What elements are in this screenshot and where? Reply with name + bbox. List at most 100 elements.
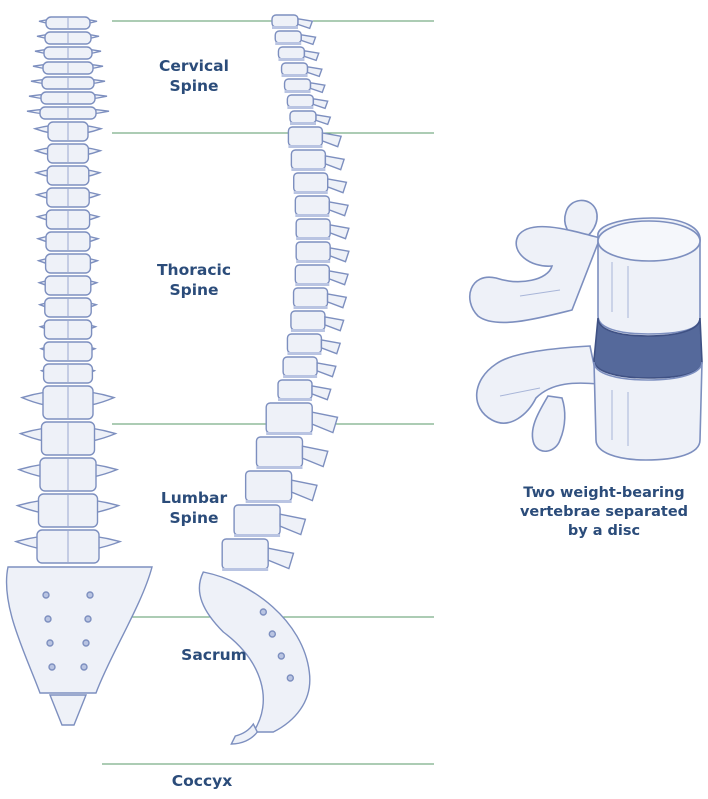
side-disc [256,466,302,469]
front-vertebra [35,122,101,141]
side-vertebra-body [287,334,321,353]
side-vertebra [275,31,315,45]
side-spinous-process [312,412,337,432]
lumbar-line2: Spine [124,508,264,528]
sacral-foramen [87,592,93,598]
front-vertebra [37,188,99,207]
side-disc [294,306,328,309]
side-disc [291,168,325,171]
spine-front-view [7,17,152,725]
front-vertebra [16,530,120,563]
thoracic-line1: Thoracic [124,260,264,280]
side-spinous-process [329,202,348,216]
side-vertebra-body [282,63,308,75]
side-vertebra-body [288,127,322,146]
side-spinous-process [321,340,340,354]
side-vertebra-body [266,403,312,433]
side-disc [285,90,311,93]
spine-side-view [199,15,348,744]
side-spinous-process [298,19,312,29]
side-vertebra [291,150,344,171]
front-vertebra [41,342,95,361]
sacral-foramen [43,592,49,598]
side-disc [288,145,322,148]
side-disc [290,122,316,125]
side-vertebra [296,242,349,263]
side-coccyx [231,724,257,744]
sacral-foramen [83,640,89,646]
front-vertebra [21,422,116,455]
caption-line1: Two weight-bearing [504,484,704,503]
side-disc [296,260,330,263]
side-sacral-foramen [287,675,293,681]
side-spinous-process [304,51,318,61]
side-spinous-process [268,548,293,568]
side-vertebra-body [290,111,316,123]
side-spinous-process [308,67,322,77]
side-spinous-process [325,317,344,331]
transverse-process-upper [470,227,600,323]
front-vertebra [36,144,101,163]
upper-endplate [598,221,700,261]
side-spinous-process [312,386,331,400]
lumbar-spine-label: Lumbar Spine [124,488,264,528]
side-spinous-process [317,363,336,377]
side-spinous-process [301,35,315,45]
side-vertebra [294,288,347,309]
side-vertebra [285,79,325,93]
front-vertebra [40,320,95,339]
side-disc [278,58,304,61]
front-vertebra [29,92,107,104]
caption-line2: vertebrae separated [504,503,704,522]
front-coccyx [50,695,86,725]
side-vertebra [290,111,330,125]
side-vertebra-body [295,265,329,284]
side-spinous-process [280,514,305,534]
side-vertebra-body [291,311,325,330]
side-spinous-process [330,248,349,262]
coccyx-line1: Coccyx [132,771,272,791]
sacral-foramen [45,616,51,622]
sacral-foramen [49,664,55,670]
front-vertebra [22,386,114,419]
side-vertebra [278,380,331,401]
side-spinous-process [325,156,344,170]
side-disc [234,534,280,537]
side-vertebra-body [278,47,304,59]
sacral-foramen [81,664,87,670]
sacral-foramen [85,616,91,622]
sacrum-line1: Sacrum [144,645,284,665]
side-vertebra-body [294,173,328,192]
front-vertebra [39,276,97,295]
front-vertebra [33,62,103,74]
front-vertebra [40,298,96,317]
side-sacral-foramen [269,631,275,637]
side-vertebra [287,95,327,109]
front-vertebra [19,458,117,491]
side-spinous-process [316,115,330,125]
front-vertebra [39,17,97,29]
side-spinous-process [302,446,327,466]
side-vertebra [256,437,327,469]
vertebrae-caption: Two weight-bearing vertebrae separated b… [504,484,704,541]
side-disc [283,375,317,378]
lumbar-line1: Lumbar [124,488,264,508]
inferior-process [532,396,564,451]
side-vertebra-body [295,196,329,215]
side-vertebra [291,311,344,332]
side-spinous-process [322,133,341,147]
front-vertebra [31,77,105,89]
side-vertebra-body [275,31,301,43]
side-disc [287,352,321,355]
side-vertebra [296,219,349,240]
front-vertebra [37,210,98,229]
front-sacrum [7,567,152,693]
side-spinous-process [329,271,348,285]
front-vertebra [39,254,98,273]
vertebrae-disc-illustration [470,200,702,460]
side-disc [295,214,329,217]
side-disc [272,26,298,29]
side-vertebra [294,173,347,194]
